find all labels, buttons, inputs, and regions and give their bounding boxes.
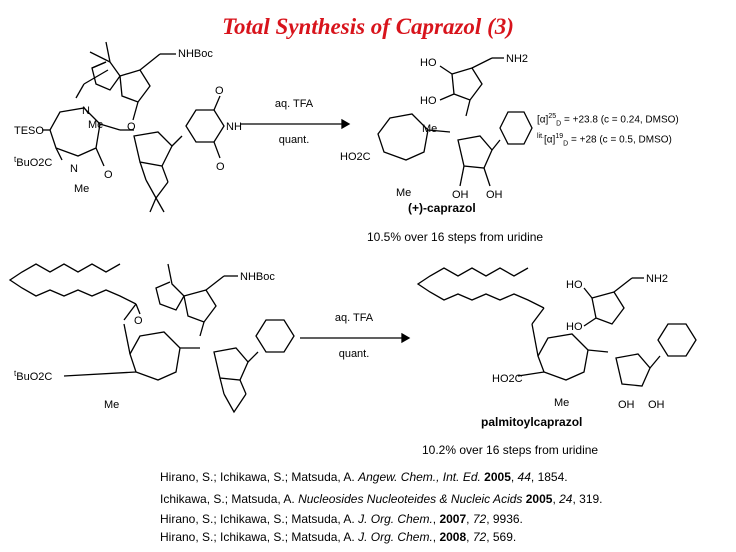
palmitoylcaprazol-yield: 10.2% over 16 steps from uridine: [422, 443, 599, 457]
oh-label-4: OH: [648, 399, 665, 411]
o-atom-1: O: [127, 121, 136, 133]
nh-uracil: NH: [226, 121, 242, 133]
reaction2-reagent: aq. TFA: [334, 312, 374, 324]
reaction1-reagent: aq. TFA: [274, 98, 314, 110]
caprazol-name: (+)-caprazol: [408, 201, 476, 215]
reaction2-product: HO HO NH2 HO2C Me OH OH: [416, 267, 697, 411]
reaction1-starting-material: O NHBoc N Me TESO tBuO2C N Me O O NH O: [14, 41, 242, 213]
oh-label-2: OH: [486, 189, 503, 201]
reaction2-starting-material: O NHBoc tBuO2C Me: [8, 263, 295, 414]
ho2c-label-2: HO2C: [492, 373, 523, 385]
teso-label: TESO: [14, 125, 44, 137]
o-uracil-2: O: [216, 161, 225, 173]
slide-title: Total Synthesis of Caprazol (3): [222, 14, 514, 39]
reaction1-condition: quant.: [278, 134, 310, 146]
ho-label-4: HO: [566, 321, 583, 333]
reference-3: Hirano, S.; Ichikawa, S.; Matsuda, A. J.…: [160, 512, 523, 526]
caprazol-yield: 10.5% over 16 steps from uridine: [367, 230, 544, 244]
me-label-pr-3: Me: [554, 397, 569, 409]
me-label-pr: Me: [422, 123, 437, 135]
reaction2-condition: quant.: [338, 348, 370, 360]
oh-label-3: OH: [618, 399, 635, 411]
o-carbonyl: O: [104, 169, 113, 181]
me-label-3: Me: [104, 399, 119, 411]
oh-label-1: OH: [452, 189, 469, 201]
nhboc-label-2: NHBoc: [240, 271, 275, 283]
rotation-measured: +23.8 (c = 0.24, DMSO): [572, 114, 679, 126]
n-atom: N: [82, 105, 90, 117]
rotation-literature: +28 (c = 0.5, DMSO): [579, 134, 672, 146]
reaction1-product: HO HO NH2 Me HO2C Me OH OH: [340, 53, 533, 201]
me-label-2: Me: [74, 183, 89, 195]
nh2-label: NH2: [506, 53, 528, 65]
reaction2-arrow: [300, 332, 411, 344]
ho-label-1: HO: [420, 57, 437, 69]
optical-rotation: [α]25D = +23.8 (c = 0.24, DMSO) lit.[α]1…: [537, 113, 679, 148]
me-label-1: Me: [88, 119, 103, 131]
tbuo2c-label-2: tBuO2C: [14, 369, 52, 383]
tbuo2c-label: tBuO2C: [14, 155, 52, 169]
n-atom-2: N: [70, 163, 78, 175]
o-uracil-1: O: [215, 85, 224, 97]
reaction1-arrow: [240, 118, 351, 130]
reference-1: Hirano, S.; Ichikawa, S.; Matsuda, A. An…: [160, 470, 568, 484]
o-ester-1: O: [134, 315, 143, 327]
me-label-pr-2: Me: [396, 187, 411, 199]
nh2-label-2: NH2: [646, 273, 668, 285]
palmitoylcaprazol-name: palmitoylcaprazol: [481, 415, 583, 429]
ho-label-3: HO: [566, 279, 583, 291]
reference-4: Hirano, S.; Ichikawa, S.; Matsuda, A. J.…: [160, 530, 517, 544]
reference-2: Ichikawa, S.; Matsuda, A. Nucleosides Nu…: [160, 492, 603, 506]
ho-label-2: HO: [420, 95, 437, 107]
ho2c-label: HO2C: [340, 151, 371, 163]
nhboc-label: NHBoc: [178, 48, 213, 60]
